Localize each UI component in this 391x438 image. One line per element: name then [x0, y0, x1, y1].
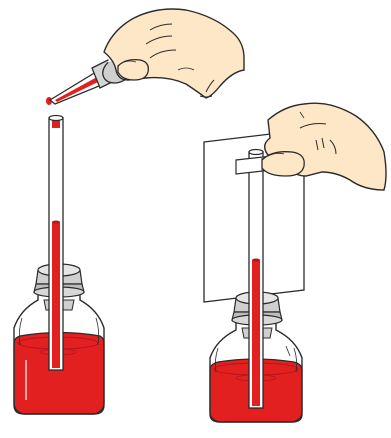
left-hand [104, 9, 244, 98]
left-tube-liquid [52, 222, 60, 368]
right-glass-tube [249, 150, 263, 409]
left-glass-tube [49, 116, 63, 371]
right-panel [204, 103, 386, 422]
right-tube-liquid [252, 260, 260, 406]
